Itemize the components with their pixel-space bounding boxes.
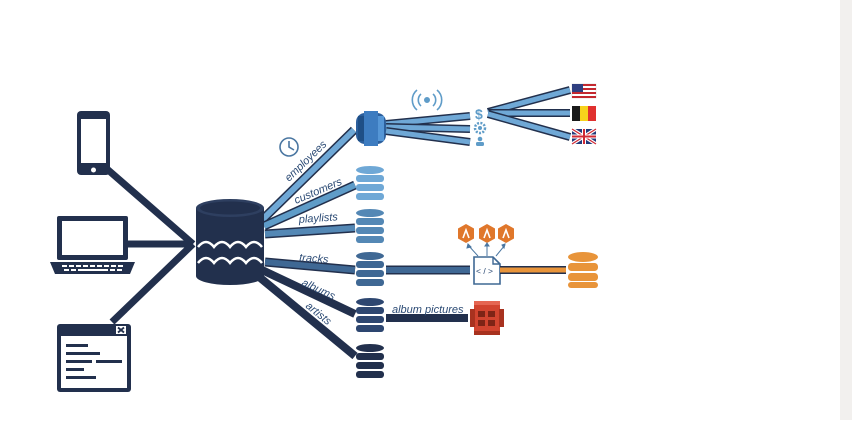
central-database-icon: [196, 199, 264, 285]
smartphone-icon: [77, 111, 110, 175]
branch-albums: [260, 266, 357, 318]
branch-playlists: [264, 223, 356, 239]
right-edge-strip: [840, 0, 852, 420]
dollar-icon: $: [475, 106, 483, 122]
label-playlists: playlists: [297, 211, 338, 226]
client-links: [104, 166, 196, 325]
branch-tracks: [264, 257, 356, 275]
clock-icon: [279, 137, 299, 157]
us-flag-icon: [571, 83, 597, 99]
branch-customers: [262, 180, 357, 231]
artists-database-icon: [356, 344, 384, 378]
laptop-icon: [50, 216, 135, 274]
orange-database-icon: [568, 252, 598, 288]
playlists-database-icon: [356, 209, 384, 243]
lambda-functions-icon: [458, 224, 514, 243]
label-tracks: tracks: [299, 252, 330, 266]
albums-database-icon: [356, 298, 384, 332]
realtime-branches: [385, 112, 471, 146]
branch-artists: [255, 272, 358, 360]
branch-employees: [258, 126, 358, 224]
gear-icon: [473, 121, 487, 135]
broadcast-icon: [411, 89, 443, 111]
uk-flag-icon: [571, 127, 597, 146]
customers-database-icon: [356, 166, 384, 200]
belgium-flag-icon: [572, 106, 596, 121]
s3-bucket-icon: [470, 301, 504, 335]
flag-branches: [486, 86, 572, 141]
user-icon: [476, 136, 484, 146]
label-album-pictures: album pictures: [392, 304, 464, 316]
browser-window-icon: [57, 324, 131, 392]
code-document-icon: < / >: [473, 256, 501, 285]
realtime-database-icon: [356, 111, 386, 146]
lambda-arrows: [466, 242, 506, 257]
code-glyph: < / >: [476, 266, 493, 276]
tracks-database-icon: [356, 252, 384, 286]
